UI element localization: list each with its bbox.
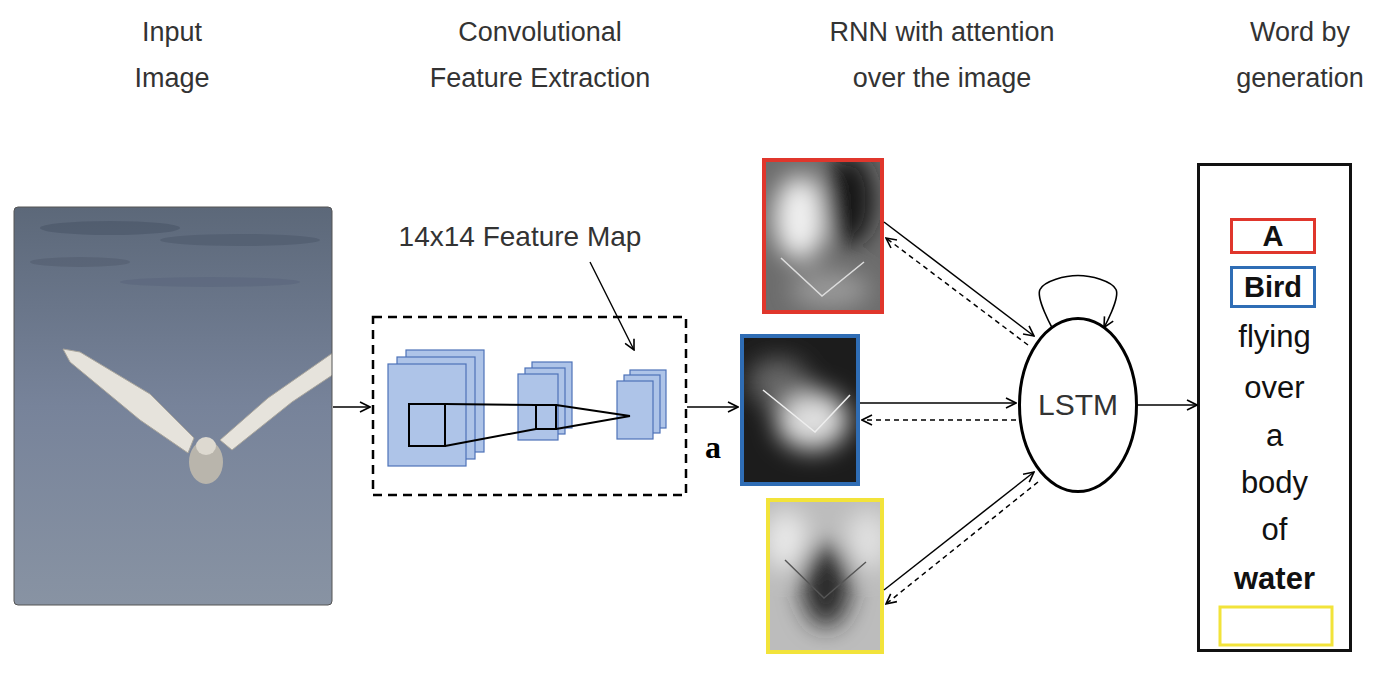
projection-line — [556, 416, 630, 429]
feature-arrow — [884, 222, 1034, 336]
column-heading: Word by generation — [1230, 9, 1370, 101]
bird-outline — [763, 390, 850, 432]
bird-outline — [785, 560, 866, 598]
word-box: Bird — [1230, 266, 1316, 308]
receptive-field-marks — [409, 404, 630, 446]
flow-arrow — [333, 406, 370, 408]
caption-word: a — [1197, 416, 1352, 456]
attention-blob — [774, 176, 826, 260]
projection-line — [556, 405, 630, 416]
feature-arrow — [860, 402, 1016, 404]
bird-left-wing — [63, 349, 194, 453]
kernel-window — [536, 405, 556, 429]
cell-label: LSTM — [1018, 317, 1138, 493]
recurrent-loop — [1039, 276, 1116, 328]
dashed-bracket-box — [373, 317, 686, 495]
attention-frame — [768, 500, 882, 652]
lstm-cell: LSTM — [1018, 317, 1138, 493]
caption-word: A — [1230, 218, 1316, 254]
water-ripple — [30, 257, 130, 267]
column-heading: Input Image — [117, 9, 227, 101]
feedback-arrow — [886, 482, 1038, 604]
feature-map-layer — [388, 364, 466, 466]
attention-background — [742, 336, 858, 484]
projection-line — [445, 429, 536, 446]
water-ripple — [120, 277, 300, 287]
kernel-window — [409, 404, 445, 446]
bird-right-wing — [220, 352, 332, 450]
leader-arrow — [590, 262, 634, 350]
caption-word: Bird — [1230, 266, 1316, 308]
attention-blob — [822, 160, 874, 246]
empty-word-slot — [1220, 607, 1332, 645]
caption-word: over — [1197, 368, 1352, 408]
photo-frame — [14, 207, 332, 605]
feedback-arrow — [862, 419, 1016, 421]
attention-map — [768, 500, 882, 652]
feature-map-layer — [617, 381, 653, 439]
bird-outline — [781, 258, 864, 296]
input-photo — [14, 207, 332, 605]
attention-arrows — [860, 222, 1038, 604]
attention-map — [742, 336, 858, 484]
callout-label: 14x14 Feature Map — [375, 216, 665, 258]
attention-blob — [846, 510, 882, 570]
feedback-arrow — [886, 238, 1028, 345]
caption-box: flying over a body of water A Bird — [1197, 163, 1352, 652]
caption-word: body — [1197, 463, 1352, 503]
feature-arrow — [884, 472, 1034, 590]
bird-head — [196, 437, 216, 455]
word-box: A — [1230, 218, 1316, 254]
caption-word: water — [1197, 559, 1352, 599]
attention-frame — [742, 336, 858, 484]
caption-word: of — [1197, 510, 1352, 550]
variable-symbol: a — [700, 427, 726, 467]
attention-blob — [748, 358, 808, 406]
caption-word: flying — [1197, 317, 1352, 357]
feature-map-layer — [518, 374, 558, 440]
attention-frame — [764, 160, 882, 312]
flow-arrow — [687, 406, 738, 408]
projection-line — [445, 404, 536, 405]
column-heading: Convolutional Feature Extraction — [420, 9, 660, 101]
attention-blob — [768, 510, 808, 570]
column-heading: RNN with attention over the image — [812, 9, 1072, 101]
conv-layer-stacks — [388, 350, 666, 466]
water-ripple — [160, 234, 320, 246]
water-ripple — [40, 221, 180, 235]
attention-blob — [802, 543, 850, 627]
output-arrow — [1137, 404, 1198, 406]
attention-map — [764, 160, 882, 312]
